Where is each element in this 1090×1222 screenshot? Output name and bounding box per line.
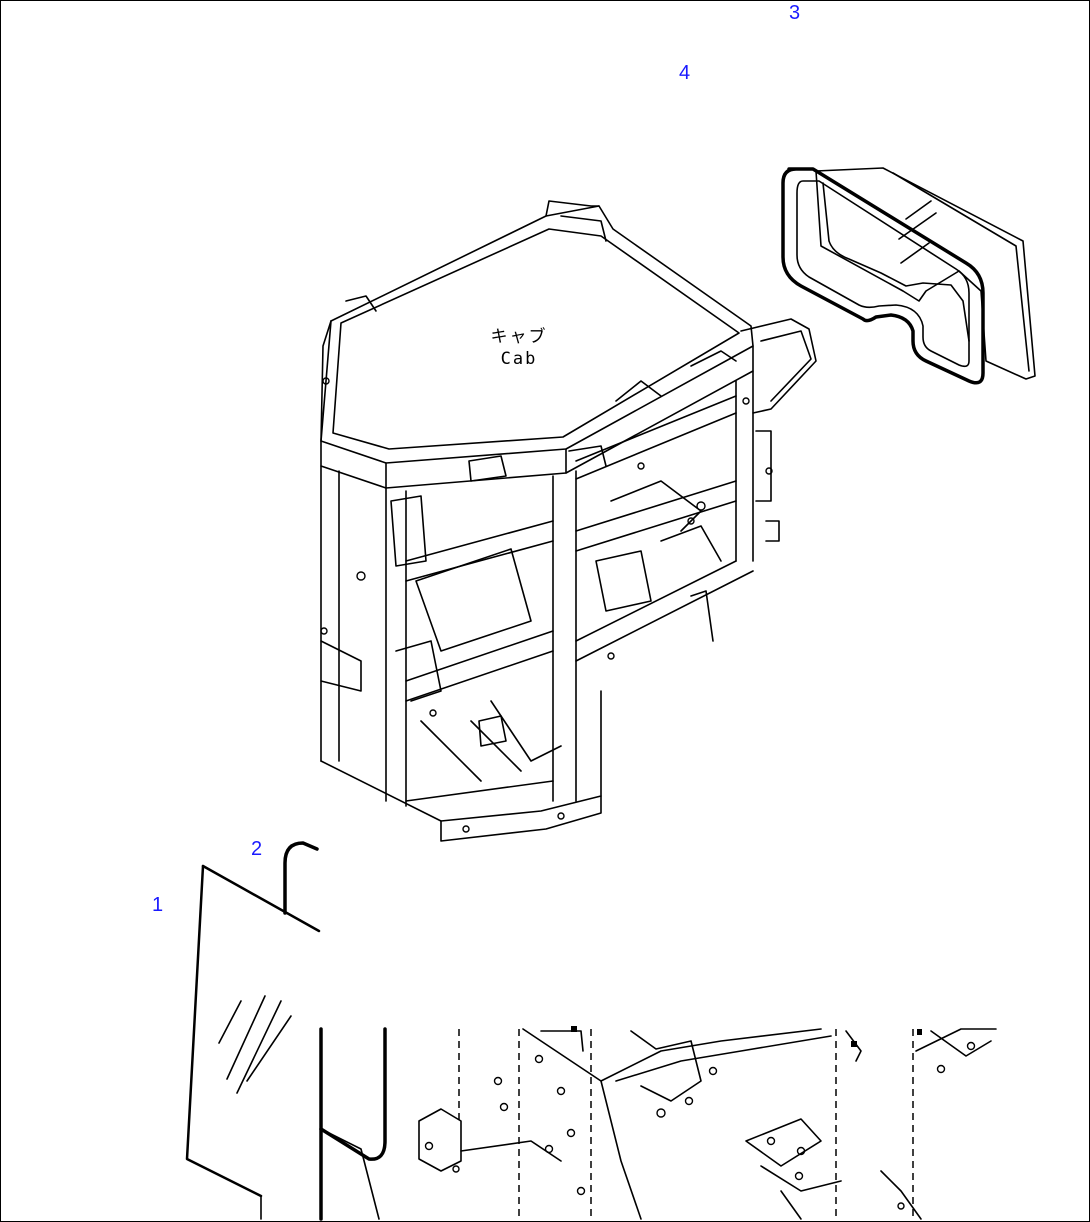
side-window-glass-and-seal — [185, 841, 387, 1221]
callout-2[interactable]: 2 — [251, 838, 263, 860]
cab-label: キャブ Cab — [479, 326, 559, 370]
lower-frame-detail — [418, 1026, 997, 1220]
cab-label-en: Cab — [500, 349, 538, 369]
cab-label-jp: キャブ — [490, 327, 548, 347]
callout-4[interactable]: 4 — [679, 62, 691, 84]
rear-window-glass-and-seal — [781, 167, 1036, 385]
callout-3[interactable]: 3 — [789, 2, 801, 24]
cab-frame — [320, 200, 817, 842]
callout-1[interactable]: 1 — [152, 894, 164, 916]
